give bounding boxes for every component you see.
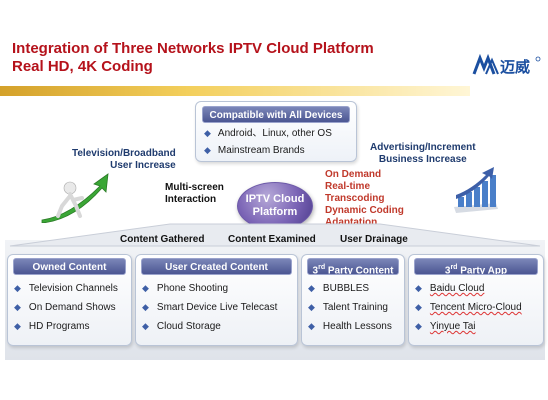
owned-content-box: Owned Content ◆Television Channels ◆On D…: [7, 254, 132, 346]
diamond-bullet-icon: ◆: [142, 302, 149, 312]
third-party-app-header: 3rd Party App: [414, 258, 538, 275]
diamond-bullet-icon: ◆: [308, 302, 315, 312]
roof-shape: [9, 223, 541, 247]
owned-content-header: Owned Content: [13, 258, 126, 275]
diamond-bullet-icon: ◆: [308, 321, 315, 331]
list-item: ◆Talent Training: [308, 302, 388, 313]
list-item: ◆Phone Shooting: [142, 283, 229, 294]
list-item: ◆Yinyue Tai: [415, 321, 476, 332]
list-item: ◆Tencent Micro-Cloud: [415, 302, 522, 313]
growth-chart-icon: [454, 167, 498, 213]
list-item: ◆HD Programs: [14, 321, 90, 332]
television-broadband-label: Television/Broadband User Increase: [72, 148, 176, 171]
list-item: ◆On Demand Shows: [14, 302, 116, 313]
category-content-gathered: Content Gathered: [120, 234, 205, 245]
list-item: ◆Android、Linux, other OS: [204, 128, 332, 139]
category-content-examined: Content Examined: [228, 234, 316, 245]
diamond-bullet-icon: ◆: [142, 283, 149, 293]
diamond-bullet-icon: ◆: [308, 283, 315, 293]
compatible-devices-box: Compatible with All Devices ◆Android、Lin…: [195, 101, 357, 162]
diamond-bullet-icon: ◆: [415, 321, 422, 331]
page-title: Integration of Three Networks IPTV Cloud…: [12, 40, 452, 76]
logo-icon: 迈威: [472, 54, 541, 76]
diamond-bullet-icon: ◆: [415, 302, 422, 312]
list-item: ◆BUBBLES: [308, 283, 370, 294]
diamond-bullet-icon: ◆: [204, 145, 211, 155]
list-item: ◆Mainstream Brands: [204, 145, 305, 156]
user-created-content-header: User Created Content: [141, 258, 292, 275]
list-item: ◆Cloud Storage: [142, 321, 221, 332]
diamond-bullet-icon: ◆: [14, 283, 21, 293]
person-pushing-arrow-icon: [41, 173, 109, 223]
iptv-cloud-platform-node: IPTV Cloud Platform: [237, 182, 313, 230]
list-item: ◆Health Lessons: [308, 321, 392, 332]
compatible-header: Compatible with All Devices: [202, 106, 350, 123]
diamond-bullet-icon: ◆: [142, 321, 149, 331]
third-party-content-box: 3rd Party Content ◆BUBBLES ◆Talent Train…: [301, 254, 405, 346]
diamond-bullet-icon: ◆: [415, 283, 422, 293]
diamond-bullet-icon: ◆: [204, 128, 211, 138]
title-line-2: Real HD, 4K Coding: [12, 58, 153, 75]
category-user-drainage: User Drainage: [340, 234, 408, 245]
multiscreen-label: Multi-screen Interaction: [165, 182, 224, 205]
third-party-app-box: 3rd Party App ◆Baidu Cloud ◆Tencent Micr…: [408, 254, 544, 346]
title-line-1: Integration of Three Networks IPTV Cloud…: [12, 40, 374, 57]
features-label: On Demand Real-time Transcoding Dynamic …: [325, 169, 404, 228]
user-created-content-box: User Created Content ◆Phone Shooting ◆Sm…: [135, 254, 298, 346]
list-item: ◆Smart Device Live Telecast: [142, 302, 278, 313]
advertising-increment-label: Advertising/Increment Business Increase: [370, 142, 476, 165]
list-item: ◆Baidu Cloud: [415, 283, 485, 294]
diamond-bullet-icon: ◆: [14, 321, 21, 331]
title-underline-bar: [0, 86, 470, 96]
logo-text: 迈威: [500, 58, 530, 76]
diamond-bullet-icon: ◆: [14, 302, 21, 312]
third-party-content-header: 3rd Party Content: [307, 258, 399, 275]
list-item: ◆Television Channels: [14, 283, 118, 294]
